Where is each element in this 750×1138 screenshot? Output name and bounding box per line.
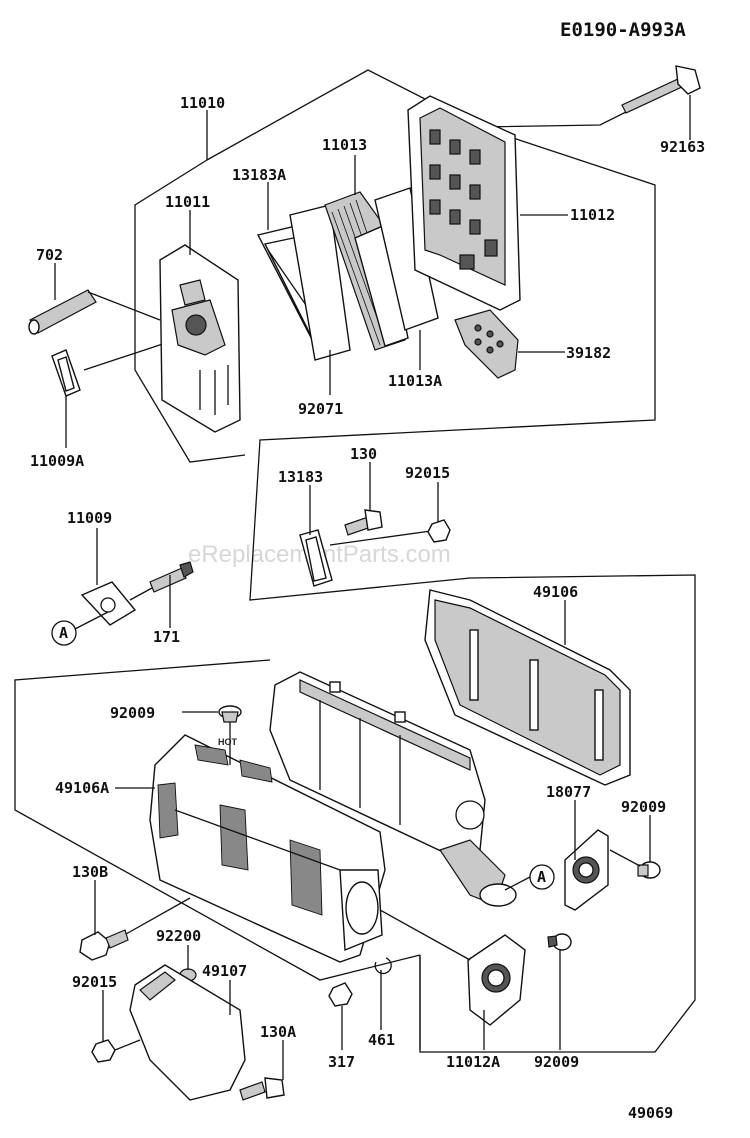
gasket-11009A <box>51 349 81 397</box>
bolt-130A <box>239 1077 285 1101</box>
label-11012: 11012 <box>570 206 615 224</box>
gasket-11009 <box>80 581 137 626</box>
screw-92009-top <box>218 705 242 723</box>
muffler-cover-49106A: HOT <box>149 734 386 963</box>
hot-stamp: HOT <box>218 737 238 747</box>
label-92009-top: 92009 <box>110 704 155 722</box>
label-13183: 13183 <box>278 468 323 486</box>
label-92015-lower: 92015 <box>72 973 117 991</box>
label-702: 702 <box>36 246 63 264</box>
callout-a-left-text: A <box>59 624 68 642</box>
clip-461 <box>374 957 392 975</box>
label-11012A: 11012A <box>446 1053 500 1071</box>
screw-92009-right <box>637 861 661 879</box>
label-39182: 39182 <box>566 344 611 362</box>
label-130: 130 <box>350 445 377 463</box>
label-317: 317 <box>328 1053 355 1071</box>
air-cleaner-base-11011 <box>159 244 241 433</box>
label-49106: 49106 <box>533 583 578 601</box>
nut-92015-lower <box>91 1039 116 1063</box>
label-49107: 49107 <box>202 962 247 980</box>
heat-shield-49106 <box>424 589 631 786</box>
leader-lines <box>54 95 691 1080</box>
label-92163: 92163 <box>660 138 705 156</box>
gasket-13183 <box>299 529 333 587</box>
label-11013A: 11013A <box>388 372 442 390</box>
diagram-code: E0190-A993A <box>560 19 686 41</box>
pin-702 <box>28 289 97 335</box>
air-cleaner-cover-11012 <box>407 95 521 311</box>
callout-a-right-text: A <box>537 868 546 886</box>
part-39182 <box>454 309 519 379</box>
bolt-130 <box>344 509 383 536</box>
lower-shield-49107 <box>129 964 246 1101</box>
spark-arrester-18077 <box>564 829 609 911</box>
foam-92071 <box>289 204 351 361</box>
label-13183A: 13183A <box>232 166 286 184</box>
plate-11012A <box>467 934 526 1026</box>
label-11013: 11013 <box>322 136 367 154</box>
callout-a-left: A <box>51 620 77 646</box>
label-49106A: 49106A <box>55 779 109 797</box>
label-461: 461 <box>368 1031 395 1049</box>
screw-92009-bottom <box>547 933 572 951</box>
paper-element-11013 <box>324 191 409 351</box>
label-92015-upper: 92015 <box>405 464 450 482</box>
nut-317 <box>328 982 353 1007</box>
label-92200: 92200 <box>156 927 201 945</box>
label-11009A: 11009A <box>30 452 84 470</box>
muffler-body <box>269 671 517 907</box>
label-11010: 11010 <box>180 94 225 112</box>
label-171: 171 <box>153 628 180 646</box>
label-92009-right: 92009 <box>621 798 666 816</box>
label-11009: 11009 <box>67 509 112 527</box>
bolt-130B <box>79 929 129 961</box>
label-18077: 18077 <box>546 783 591 801</box>
label-92009-bottom: 92009 <box>534 1053 579 1071</box>
stud-171 <box>149 561 194 593</box>
label-49069: 49069 <box>628 1104 673 1122</box>
label-130A: 130A <box>260 1023 296 1041</box>
callout-a-right: A <box>529 864 555 890</box>
label-11011: 11011 <box>165 193 210 211</box>
nut-92015-upper <box>427 519 451 543</box>
label-92071: 92071 <box>298 400 343 418</box>
pre-cleaner-11013A <box>374 187 439 331</box>
label-130B: 130B <box>72 863 108 881</box>
bolt-92163 <box>621 65 701 114</box>
